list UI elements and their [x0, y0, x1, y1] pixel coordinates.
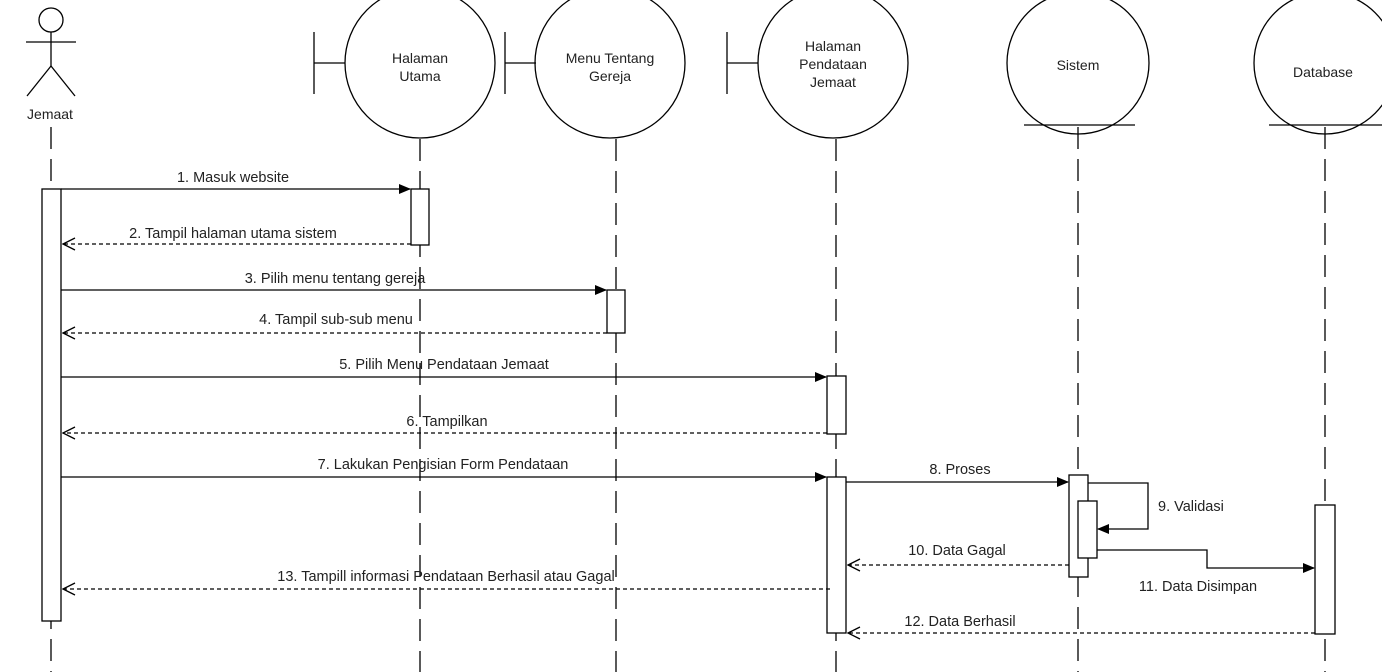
boundary-icon — [726, 0, 909, 139]
activation-halaman-pendataan-2 — [826, 476, 847, 634]
message-1-label: 1. Masuk website — [177, 170, 289, 186]
halaman-pendataan-label-line2: Pendataan — [799, 56, 867, 72]
entity-database: Database — [1253, 0, 1382, 135]
message-1: 1. Masuk website — [61, 170, 411, 194]
message-10-label: 10. Data Gagal — [908, 543, 1006, 559]
activation-halaman-pendataan-1 — [826, 375, 847, 435]
message-5: 5. Pilih Menu Pendataan Jemaat — [61, 357, 827, 382]
message-8: 8. Proses — [846, 462, 1069, 487]
message-6: 6. Tampilkan — [63, 414, 827, 433]
message-10: 10. Data Gagal — [848, 543, 1069, 565]
message-13: 13. Tampill informasi Pendataan Berhasil… — [63, 569, 830, 589]
halaman-utama-label-line1: Halaman — [392, 50, 448, 66]
message-7: 7. Lakukan Pengisian Form Pendataan — [61, 457, 827, 482]
message-2-label: 2. Tampil halaman utama sistem — [129, 226, 337, 242]
message-8-label: 8. Proses — [929, 462, 990, 478]
boundary-icon — [504, 0, 686, 139]
activation-jemaat — [41, 188, 62, 622]
message-5-label: 5. Pilih Menu Pendataan Jemaat — [339, 357, 549, 373]
menu-tentang-gereja-label-line1: Menu Tentang — [566, 50, 654, 66]
activation-halaman-utama — [410, 188, 430, 246]
message-4-label: 4. Tampil sub-sub menu — [259, 312, 413, 328]
message-4: 4. Tampil sub-sub menu — [63, 312, 607, 333]
halaman-pendataan-label-line1: Halaman — [805, 38, 861, 54]
halaman-pendataan-label-line3: Jemaat — [810, 74, 856, 90]
actor-icon — [26, 7, 76, 97]
actor-jemaat-label: Jemaat — [27, 106, 73, 122]
message-6-label: 6. Tampilkan — [406, 414, 487, 430]
message-3-label: 3. Pilih menu tentang gereja — [245, 271, 426, 287]
actor-jemaat: Jemaat — [26, 7, 76, 122]
message-7-label: 7. Lakukan Pengisian Form Pendataan — [318, 457, 569, 473]
halaman-utama-label-line2: Utama — [399, 68, 440, 84]
message-12-label: 12. Data Berhasil — [904, 614, 1015, 630]
message-9-self: 9. Validasi — [1088, 482, 1224, 534]
boundary-icon — [313, 0, 496, 139]
boundary-halaman-utama: Halaman Utama — [313, 0, 496, 139]
message-12: 12. Data Berhasil — [848, 614, 1315, 633]
message-3: 3. Pilih menu tentang gereja — [61, 271, 607, 295]
message-11-label: 11. Data Disimpan — [1139, 579, 1257, 595]
message-9-label: 9. Validasi — [1158, 499, 1224, 515]
menu-tentang-gereja-label-line2: Gereja — [589, 68, 631, 84]
message-13-label: 13. Tampill informasi Pendataan Berhasil… — [277, 569, 614, 585]
message-2: 2. Tampil halaman utama sistem — [63, 226, 411, 244]
message-11: 11. Data Disimpan — [1097, 549, 1315, 595]
entity-sistem: Sistem — [1006, 0, 1150, 135]
boundary-halaman-pendataan-jemaat: Halaman Pendataan Jemaat — [726, 0, 909, 139]
boundary-menu-tentang-gereja: Menu Tentang Gereja — [504, 0, 686, 139]
database-label: Database — [1293, 64, 1353, 80]
sistem-label: Sistem — [1057, 57, 1100, 73]
activation-menu-tentang-gereja — [606, 289, 626, 334]
activation-sistem-validasi — [1077, 500, 1098, 559]
activation-database — [1314, 504, 1336, 635]
